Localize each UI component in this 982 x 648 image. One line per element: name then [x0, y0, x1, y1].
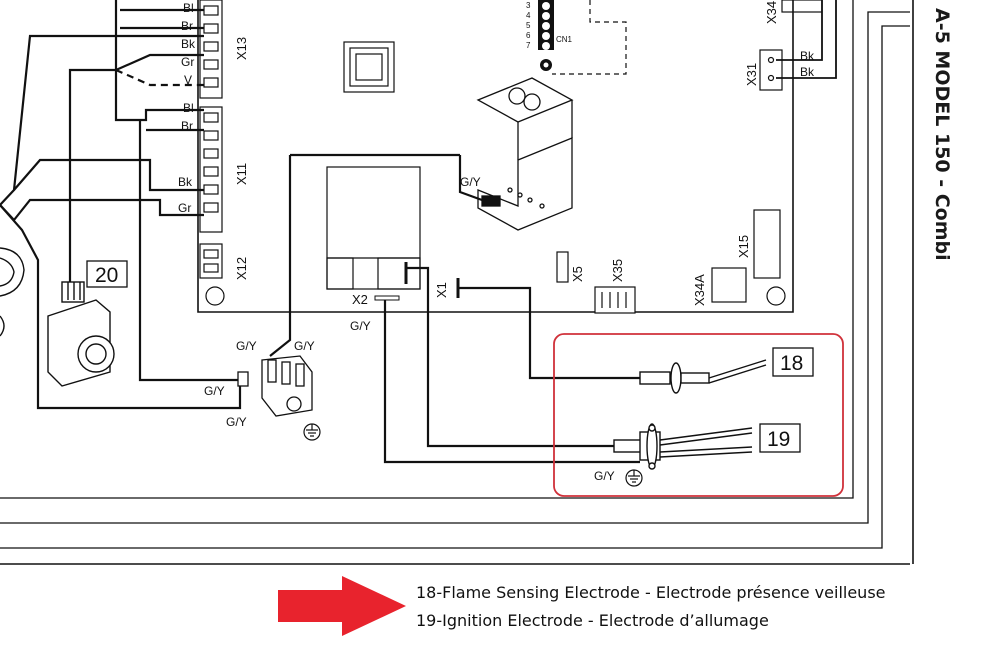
board-components: [326, 0, 823, 314]
wire-label: V: [184, 73, 192, 87]
wiring: [0, 0, 642, 464]
pin-number: 4: [526, 11, 531, 20]
callout-18: 18: [780, 352, 803, 375]
legend-item-19: 19-Ignition Electrode - Electrode d’allu…: [416, 611, 769, 630]
ignition-electrode: [613, 423, 753, 470]
callout-20-box: [86, 260, 128, 288]
wire-label: Gr: [178, 201, 191, 215]
fan-partial: [0, 247, 25, 337]
connector-x2: X2: [352, 292, 368, 307]
ground-icon: [625, 469, 643, 487]
wire-label: Bk: [800, 49, 815, 63]
cn1-pins: [538, 0, 554, 71]
wire-label: Bl: [183, 1, 194, 15]
spark-transformer: [476, 77, 574, 231]
connector-x34a: X34A: [692, 274, 707, 306]
gas-valve: [47, 281, 115, 387]
ground-bracket: [237, 355, 313, 417]
wire-label: Br: [181, 119, 193, 133]
wire-label: G/Y: [226, 415, 247, 429]
connector-x34: X34: [764, 1, 779, 24]
wire-label: Bk: [800, 65, 815, 79]
ground-icon: [303, 423, 321, 441]
side-title: A-5 MODEL 150 - Combi: [931, 8, 953, 261]
arrow-right-icon: [278, 576, 406, 636]
electrode-highlight-box: [553, 333, 844, 497]
connector-x1: X1: [434, 282, 449, 298]
callout-19: 19: [767, 428, 790, 451]
connector-x35: X35: [610, 259, 625, 282]
callout-20: 20: [95, 264, 118, 287]
wire-label: Gr: [181, 55, 194, 69]
wire-label: G/Y: [350, 319, 371, 333]
connector-x31: X31: [744, 63, 759, 86]
left-connector-blocks: [199, 0, 786, 306]
x31-wires: [776, 0, 837, 79]
wire-label: Bk: [181, 37, 196, 51]
callout-19-box: [759, 423, 801, 453]
legend-item-18: 18-Flame Sensing Electrode - Electrode p…: [416, 583, 886, 602]
wire-label: G/Y: [460, 175, 481, 189]
x2-terminal: [374, 295, 400, 301]
connector-x5: X5: [570, 266, 585, 282]
wire-label: G/Y: [594, 469, 615, 483]
pin-number: 3: [526, 1, 531, 10]
wire-label: Bk: [178, 175, 193, 189]
connector-x15: X15: [736, 235, 751, 258]
pin-number: 6: [526, 31, 531, 40]
control-board: [197, 0, 794, 313]
wire-label: G/Y: [294, 339, 315, 353]
wire-label: Br: [181, 19, 193, 33]
callout-18-box: [772, 347, 814, 377]
wire-label: Bl: [183, 101, 194, 115]
connector-x13: X13: [234, 37, 249, 60]
pin-number: 5: [526, 21, 531, 30]
connector-cn1: CN1: [556, 35, 573, 44]
wire-label: G/Y: [236, 339, 257, 353]
wire-label: G/Y: [204, 384, 225, 398]
connector-x11: X11: [234, 163, 249, 185]
frame-lines: [0, 0, 914, 565]
pin-number: 7: [526, 41, 531, 50]
connector-x12: X12: [234, 257, 249, 280]
flame-sensing-electrode: [639, 359, 767, 394]
